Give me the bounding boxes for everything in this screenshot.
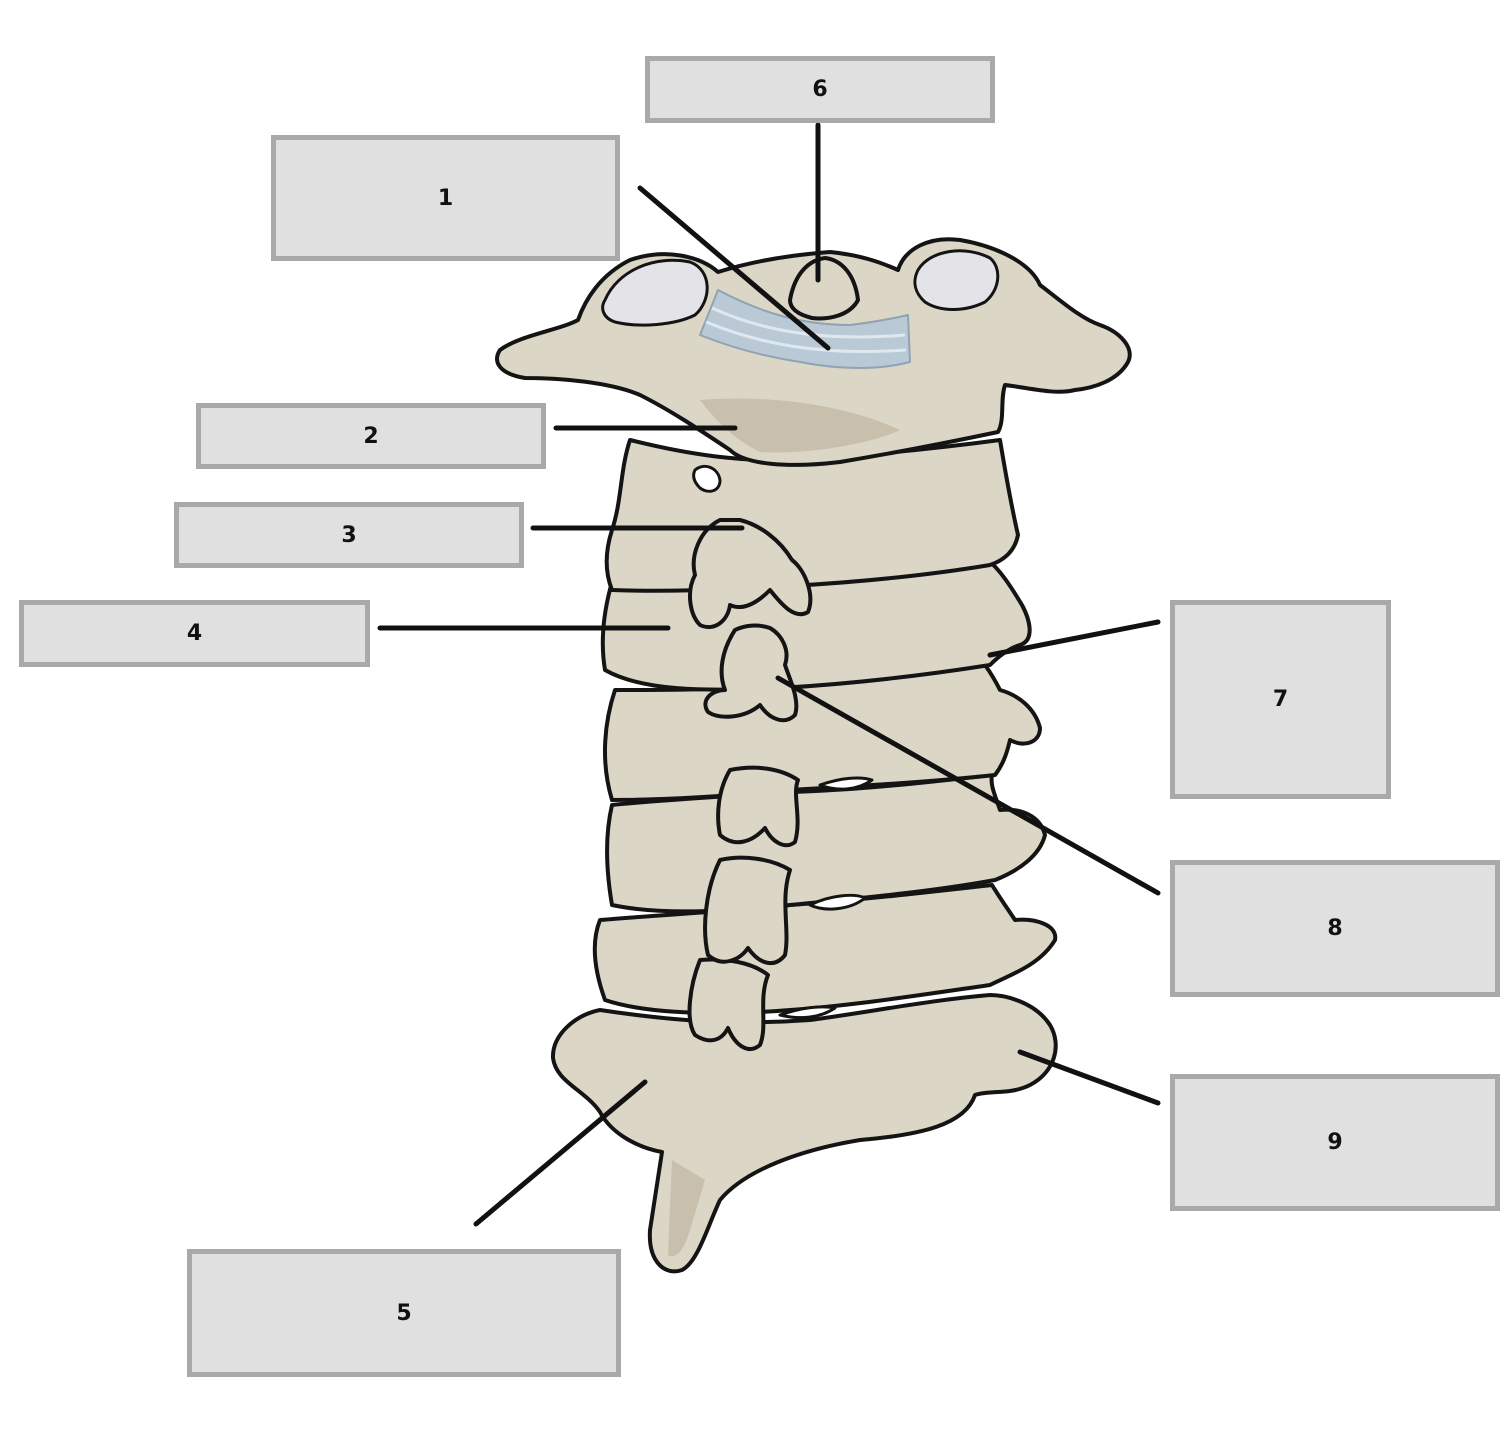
label-box-6[interactable]: 6	[645, 56, 995, 123]
label-box-1[interactable]: 1	[271, 135, 620, 261]
c3-spinous-process	[703, 623, 799, 723]
superior-facet-right	[913, 249, 1000, 311]
label-number: 2	[363, 423, 379, 449]
intervertebral-gap	[818, 776, 874, 791]
label-box-5[interactable]: 5	[187, 1249, 621, 1377]
ligament-stripe	[705, 320, 907, 354]
c4-spinous-process	[716, 765, 800, 848]
superior-facet-left	[601, 258, 709, 327]
dens	[788, 256, 860, 321]
intervertebral-gap	[808, 893, 867, 911]
leader-lines	[377, 122, 1161, 1227]
label-box-9[interactable]: 9	[1170, 1074, 1500, 1211]
c5-spinous-process	[703, 855, 792, 965]
label-box-7[interactable]: 7	[1170, 600, 1391, 799]
label-box-8[interactable]: 8	[1170, 860, 1500, 997]
intervertebral-gap	[778, 1005, 837, 1020]
vertebral-foramen-hint	[692, 464, 722, 493]
label-box-3[interactable]: 3	[174, 502, 524, 568]
label-number: 3	[341, 522, 357, 548]
leader-line-5	[473, 1079, 648, 1227]
label-box-4[interactable]: 4	[19, 600, 370, 667]
label-number: 9	[1327, 1130, 1343, 1155]
ligament-stripe	[711, 306, 906, 339]
leader-line-8	[775, 675, 1161, 896]
label-number: 1	[437, 185, 454, 211]
vertebra-c7	[550, 993, 1058, 1274]
atlas-shadow	[700, 398, 900, 453]
c7-spine-shade	[668, 1160, 705, 1257]
label-number: 6	[812, 77, 828, 102]
leader-line-9	[1017, 1049, 1161, 1106]
c6-spinous-process	[687, 957, 770, 1051]
leader-line-7	[987, 619, 1161, 658]
c2-bifid-spinous-process	[687, 518, 813, 629]
label-number: 8	[1327, 916, 1343, 941]
label-number: 7	[1272, 687, 1289, 712]
leader-line-1	[637, 185, 831, 351]
label-number: 4	[186, 621, 203, 646]
vertebral-column	[495, 237, 1132, 1274]
label-box-2[interactable]: 2	[196, 403, 546, 469]
label-number: 5	[396, 1300, 412, 1326]
